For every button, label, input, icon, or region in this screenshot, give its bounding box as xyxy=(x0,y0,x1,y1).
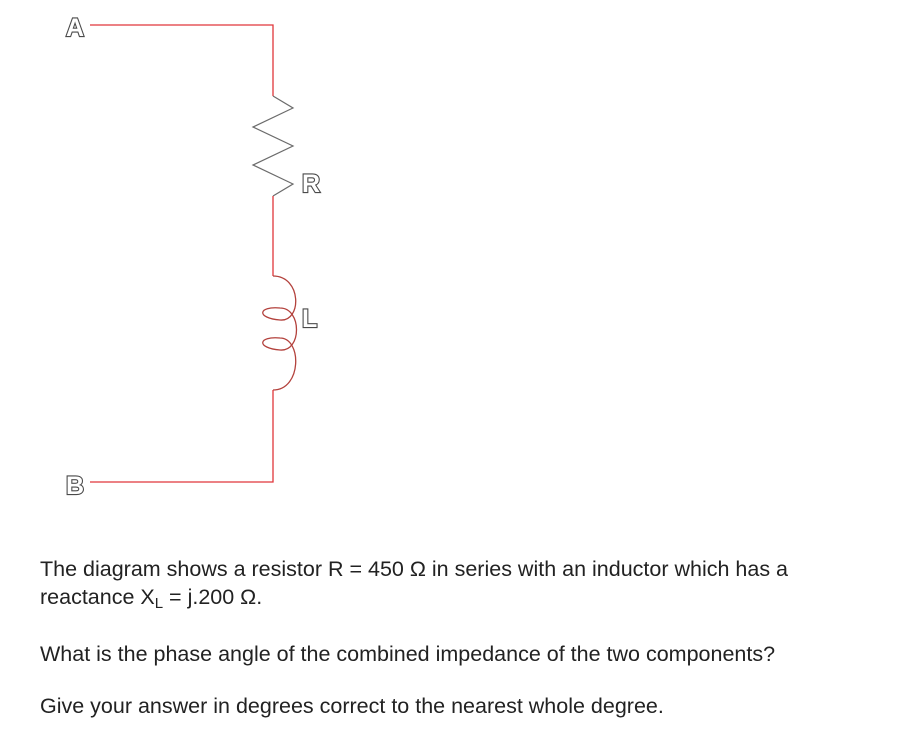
inductor-symbol xyxy=(262,275,298,391)
resistor-symbol xyxy=(251,95,295,197)
statement-text: The diagram shows a resistor R = 450 Ω i… xyxy=(40,557,789,609)
reactance-subscript: L xyxy=(154,595,164,612)
resistor-label: R xyxy=(302,170,320,198)
node-a-label: A xyxy=(66,14,84,42)
instruction-text: Give your answer in degrees correct to t… xyxy=(40,694,664,718)
statement-text-end: = j.200 Ω. xyxy=(163,585,263,609)
wire-top xyxy=(90,24,274,96)
problem-statement: The diagram shows a resistor R = 450 Ω i… xyxy=(40,555,880,611)
circuit-diagram: A B R L xyxy=(65,13,321,501)
question-text: What is the phase angle of the combined … xyxy=(40,642,776,666)
wire-bottom xyxy=(90,390,274,483)
node-b-label: B xyxy=(66,472,84,500)
inductor-label: L xyxy=(302,305,317,333)
